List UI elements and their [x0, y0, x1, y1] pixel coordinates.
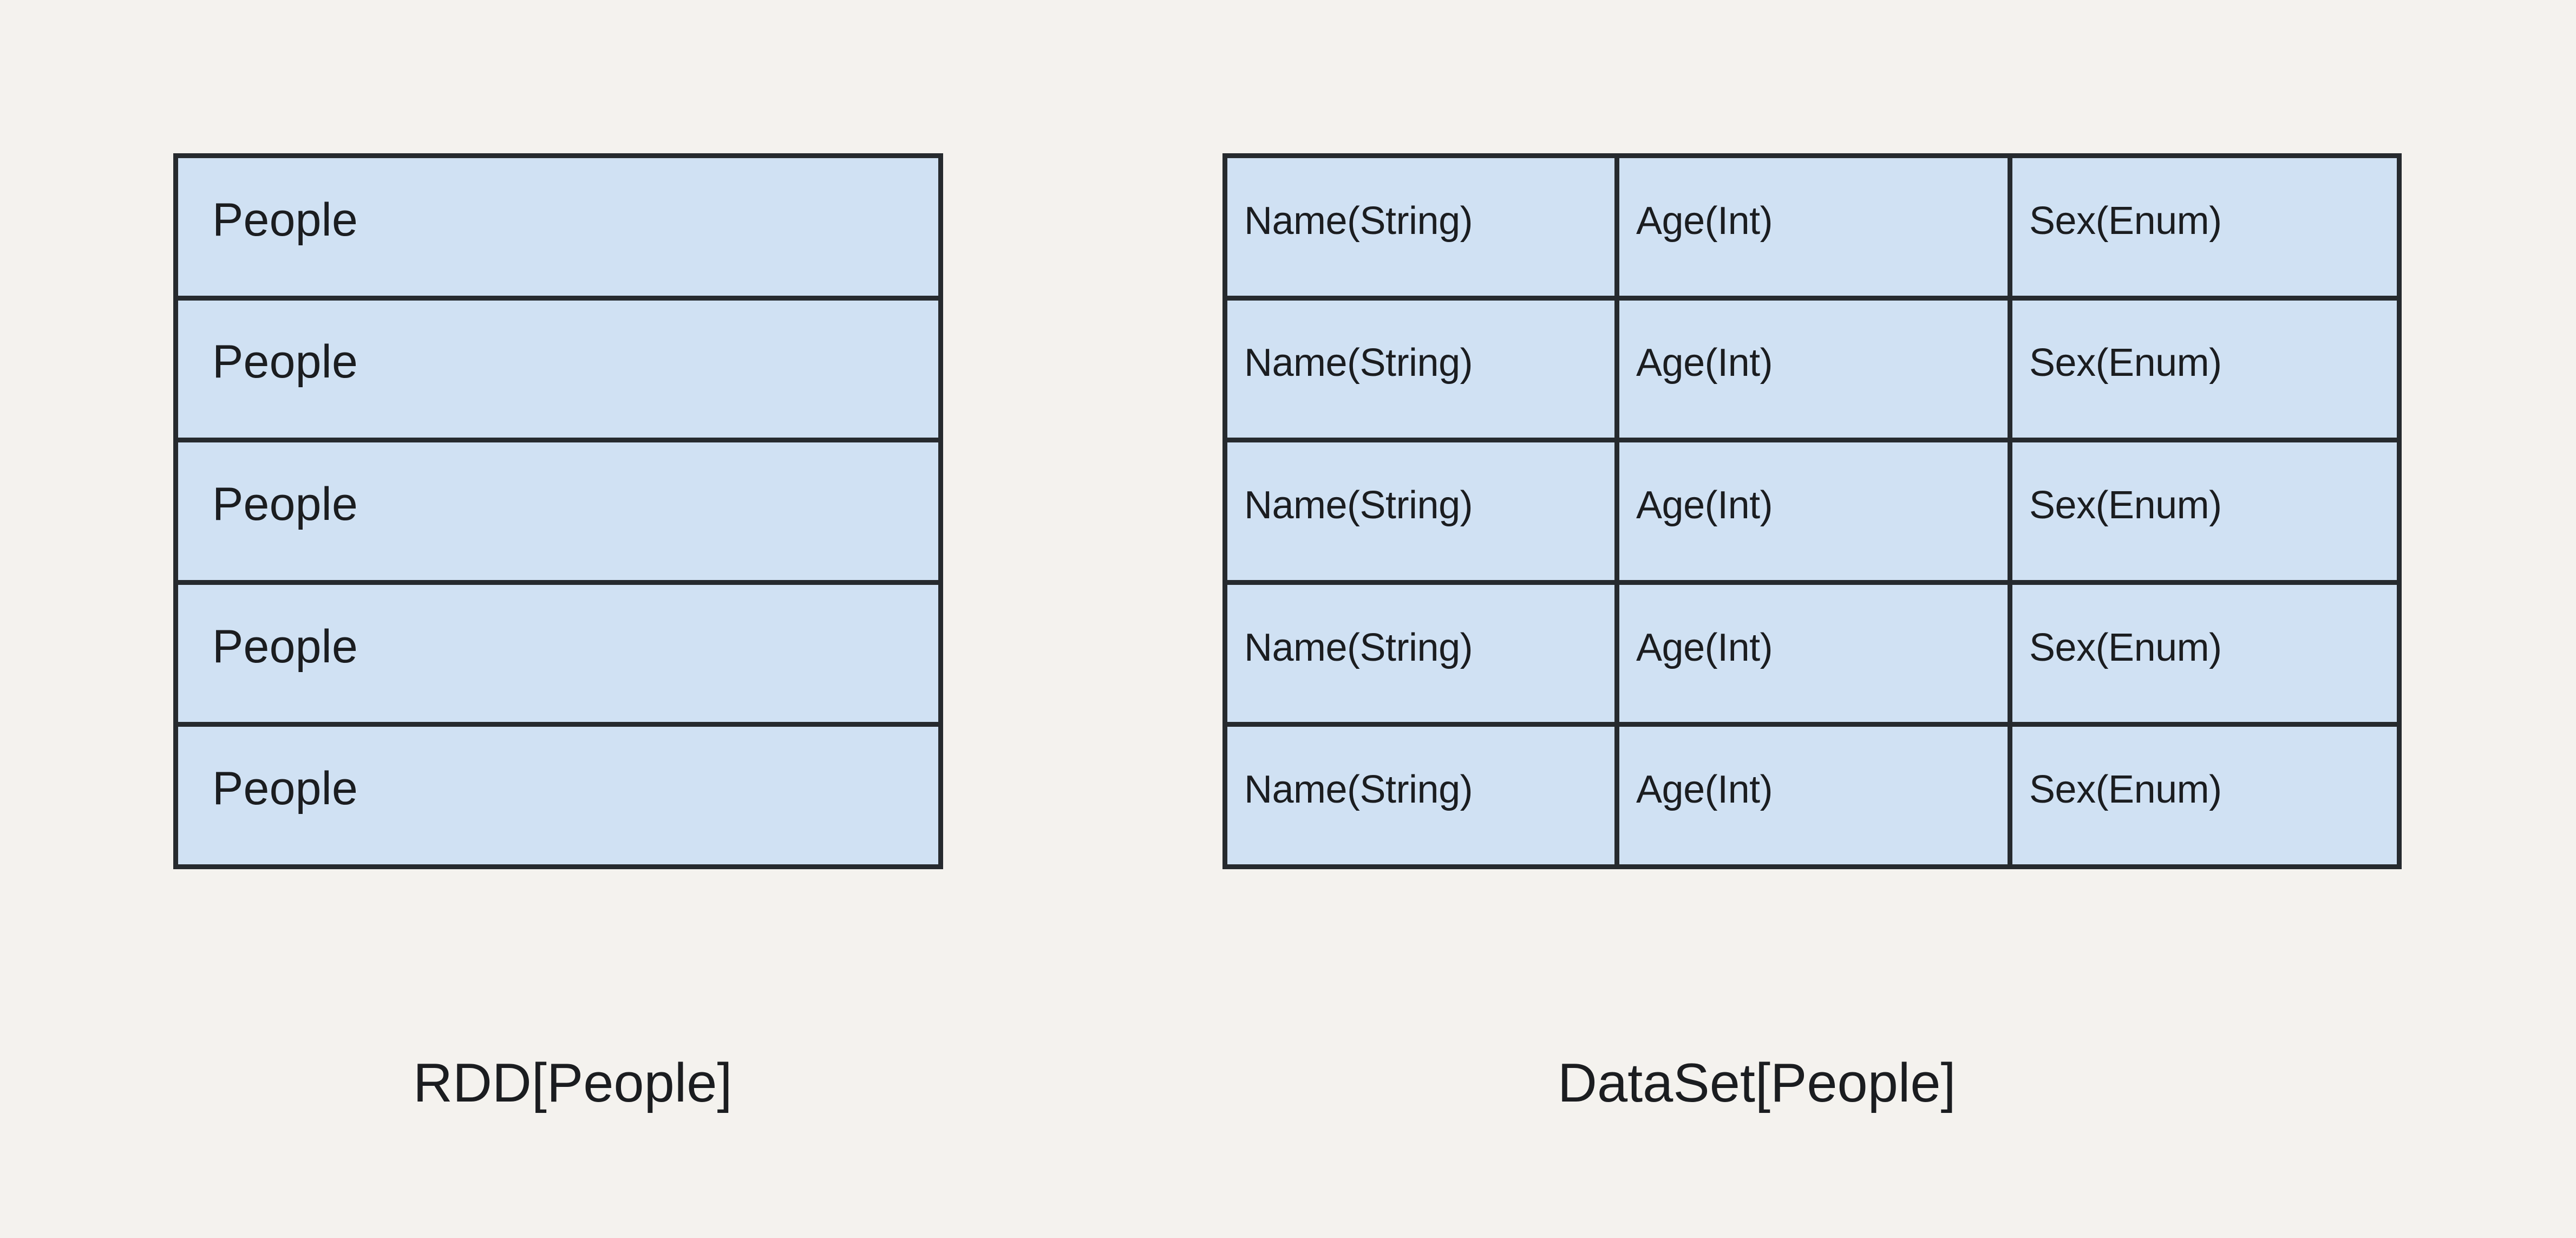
dataset-cell-age: Age(Int)	[1619, 300, 2012, 438]
dataset-cell-sex: Sex(Enum)	[2012, 727, 2397, 864]
rdd-cell: People	[178, 442, 938, 580]
dataset-cell-label: Name(String)	[1244, 625, 1473, 669]
dataset-cell-label: Name(String)	[1244, 199, 1473, 243]
rdd-cell-label: People	[212, 336, 358, 388]
rdd-cell: People	[178, 300, 938, 438]
table-row: Name(String) Age(Int) Sex(Enum)	[1227, 158, 2397, 301]
rdd-caption: RDD[People]	[413, 1053, 733, 1113]
dataset-cell-age: Age(Int)	[1619, 158, 2012, 296]
rdd-cell-label: People	[212, 763, 358, 815]
dataset-cell-label: Sex(Enum)	[2029, 768, 2222, 812]
rdd-cell-label: People	[212, 620, 358, 673]
rdd-table: People People People People People	[173, 153, 943, 869]
dataset-cell-age: Age(Int)	[1619, 584, 2012, 722]
dataset-cell-sex: Sex(Enum)	[2012, 584, 2397, 722]
table-row: People	[178, 584, 938, 727]
table-row: People	[178, 300, 938, 443]
dataset-cell-label: Age(Int)	[1636, 625, 1773, 669]
dataset-table: Name(String) Age(Int) Sex(Enum) Name(Str…	[1222, 153, 2402, 869]
dataset-cell-label: Name(String)	[1244, 768, 1473, 812]
dataset-cell-label: Sex(Enum)	[2029, 341, 2222, 385]
dataset-cell-name: Name(String)	[1227, 727, 1619, 864]
table-row: Name(String) Age(Int) Sex(Enum)	[1227, 442, 2397, 585]
dataset-cell-label: Name(String)	[1244, 483, 1473, 527]
table-row: Name(String) Age(Int) Sex(Enum)	[1227, 300, 2397, 443]
table-row: Name(String) Age(Int) Sex(Enum)	[1227, 584, 2397, 727]
dataset-cell-name: Name(String)	[1227, 584, 1619, 722]
dataset-cell-label: Age(Int)	[1636, 199, 1773, 243]
dataset-cell-label: Age(Int)	[1636, 483, 1773, 527]
rdd-cell: People	[178, 584, 938, 722]
rdd-cell: People	[178, 727, 938, 864]
dataset-cell-label: Sex(Enum)	[2029, 483, 2222, 527]
table-row: People	[178, 442, 938, 585]
dataset-cell-label: Sex(Enum)	[2029, 625, 2222, 669]
dataset-cell-age: Age(Int)	[1619, 727, 2012, 864]
rdd-cell-label: People	[212, 478, 358, 530]
rdd-cell: People	[178, 158, 938, 296]
dataset-cell-name: Name(String)	[1227, 300, 1619, 438]
dataset-cell-label: Sex(Enum)	[2029, 199, 2222, 243]
dataset-cell-name: Name(String)	[1227, 158, 1619, 296]
table-row: People	[178, 727, 938, 864]
table-row: Name(String) Age(Int) Sex(Enum)	[1227, 727, 2397, 864]
rdd-cell-label: People	[212, 193, 358, 246]
dataset-cell-age: Age(Int)	[1619, 442, 2012, 580]
dataset-cell-sex: Sex(Enum)	[2012, 158, 2397, 296]
table-row: People	[178, 158, 938, 301]
dataset-caption: DataSet[People]	[1558, 1053, 1956, 1113]
dataset-cell-name: Name(String)	[1227, 442, 1619, 580]
dataset-cell-label: Age(Int)	[1636, 341, 1773, 385]
dataset-cell-sex: Sex(Enum)	[2012, 442, 2397, 580]
dataset-cell-label: Name(String)	[1244, 341, 1473, 385]
dataset-cell-sex: Sex(Enum)	[2012, 300, 2397, 438]
dataset-cell-label: Age(Int)	[1636, 768, 1773, 812]
